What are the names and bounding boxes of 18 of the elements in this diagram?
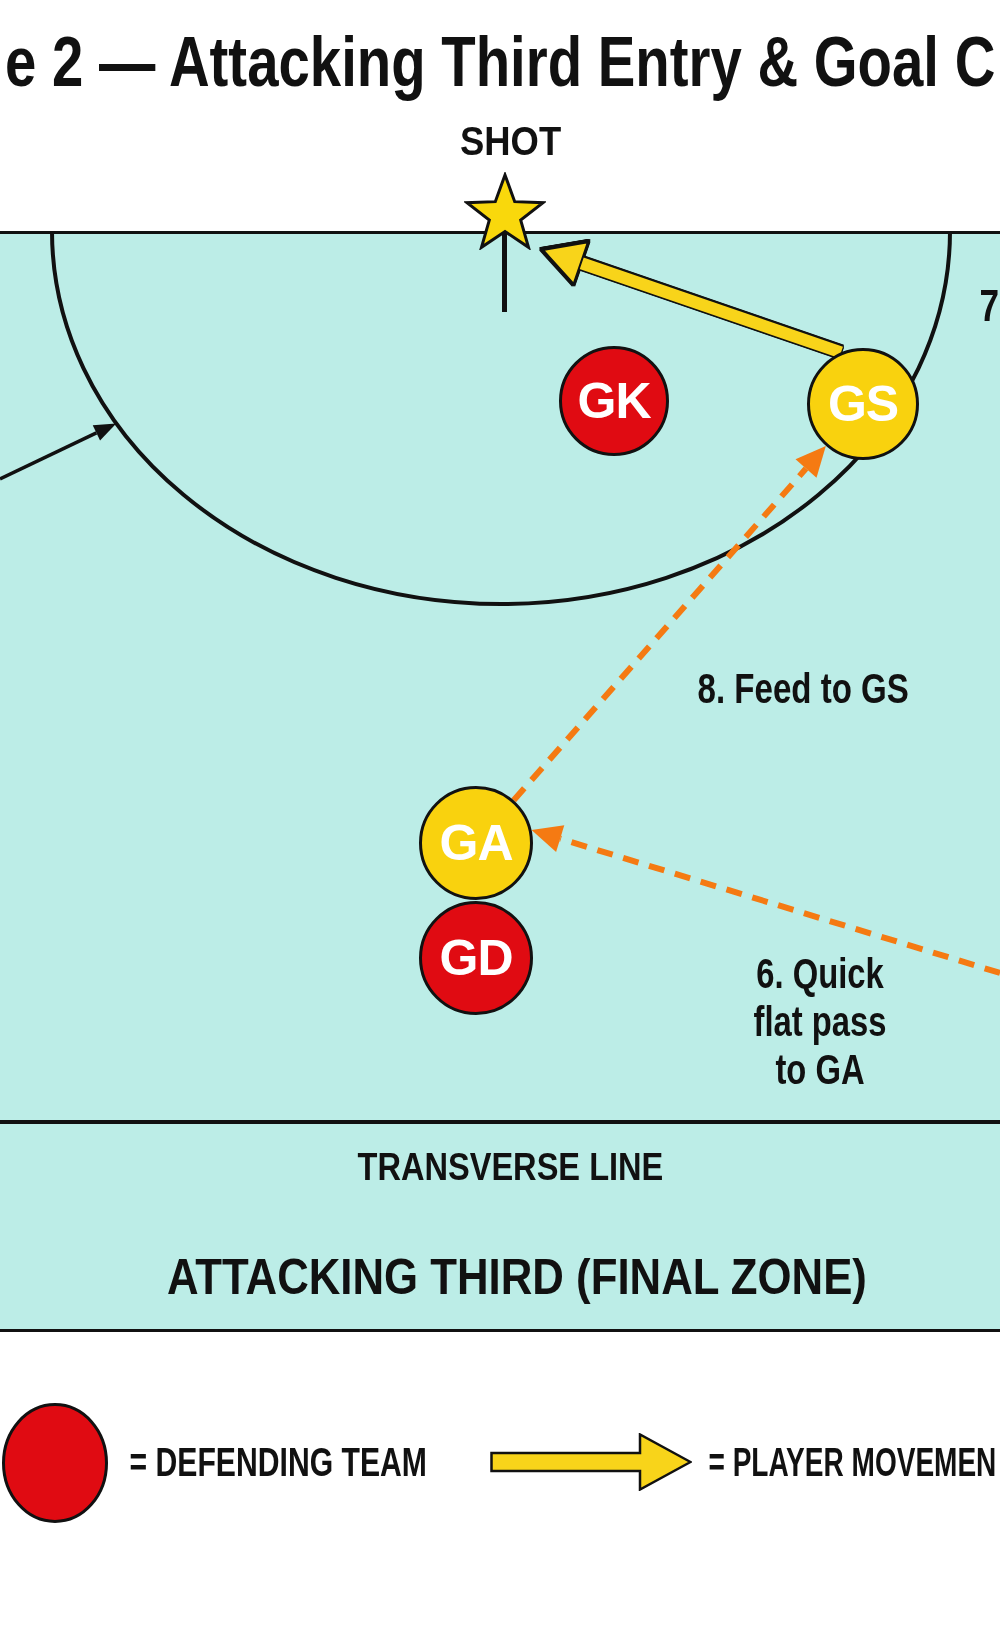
block-arrow (541, 241, 843, 359)
dashed-arrow (511, 446, 826, 803)
diagram-title: e 2 — Attacking Third Entry & Goal C (5, 21, 996, 102)
arrow (0, 423, 117, 481)
line-label: TRANSVERSE LINE (357, 1146, 663, 1190)
player-marker: GD (419, 901, 533, 1015)
step-number: 7 (979, 280, 1000, 332)
court-area (0, 231, 1000, 1332)
zone-label: ATTACKING THIRD (FINAL ZONE) (167, 1249, 867, 1307)
player-marker: GS (807, 348, 919, 460)
dashed-arrow (531, 825, 1000, 976)
edge-label: 6. Quick flat pass to GA (752, 950, 888, 1094)
shot-label: SHOT (459, 118, 561, 164)
player-marker: GK (559, 346, 669, 456)
legend-label: = DEFENDING TEAM (129, 1439, 427, 1485)
player-marker: GA (419, 786, 533, 900)
legend-label: = PLAYER MOVEMEN (708, 1439, 996, 1485)
edge-label: 8. Feed to GS (697, 665, 909, 714)
